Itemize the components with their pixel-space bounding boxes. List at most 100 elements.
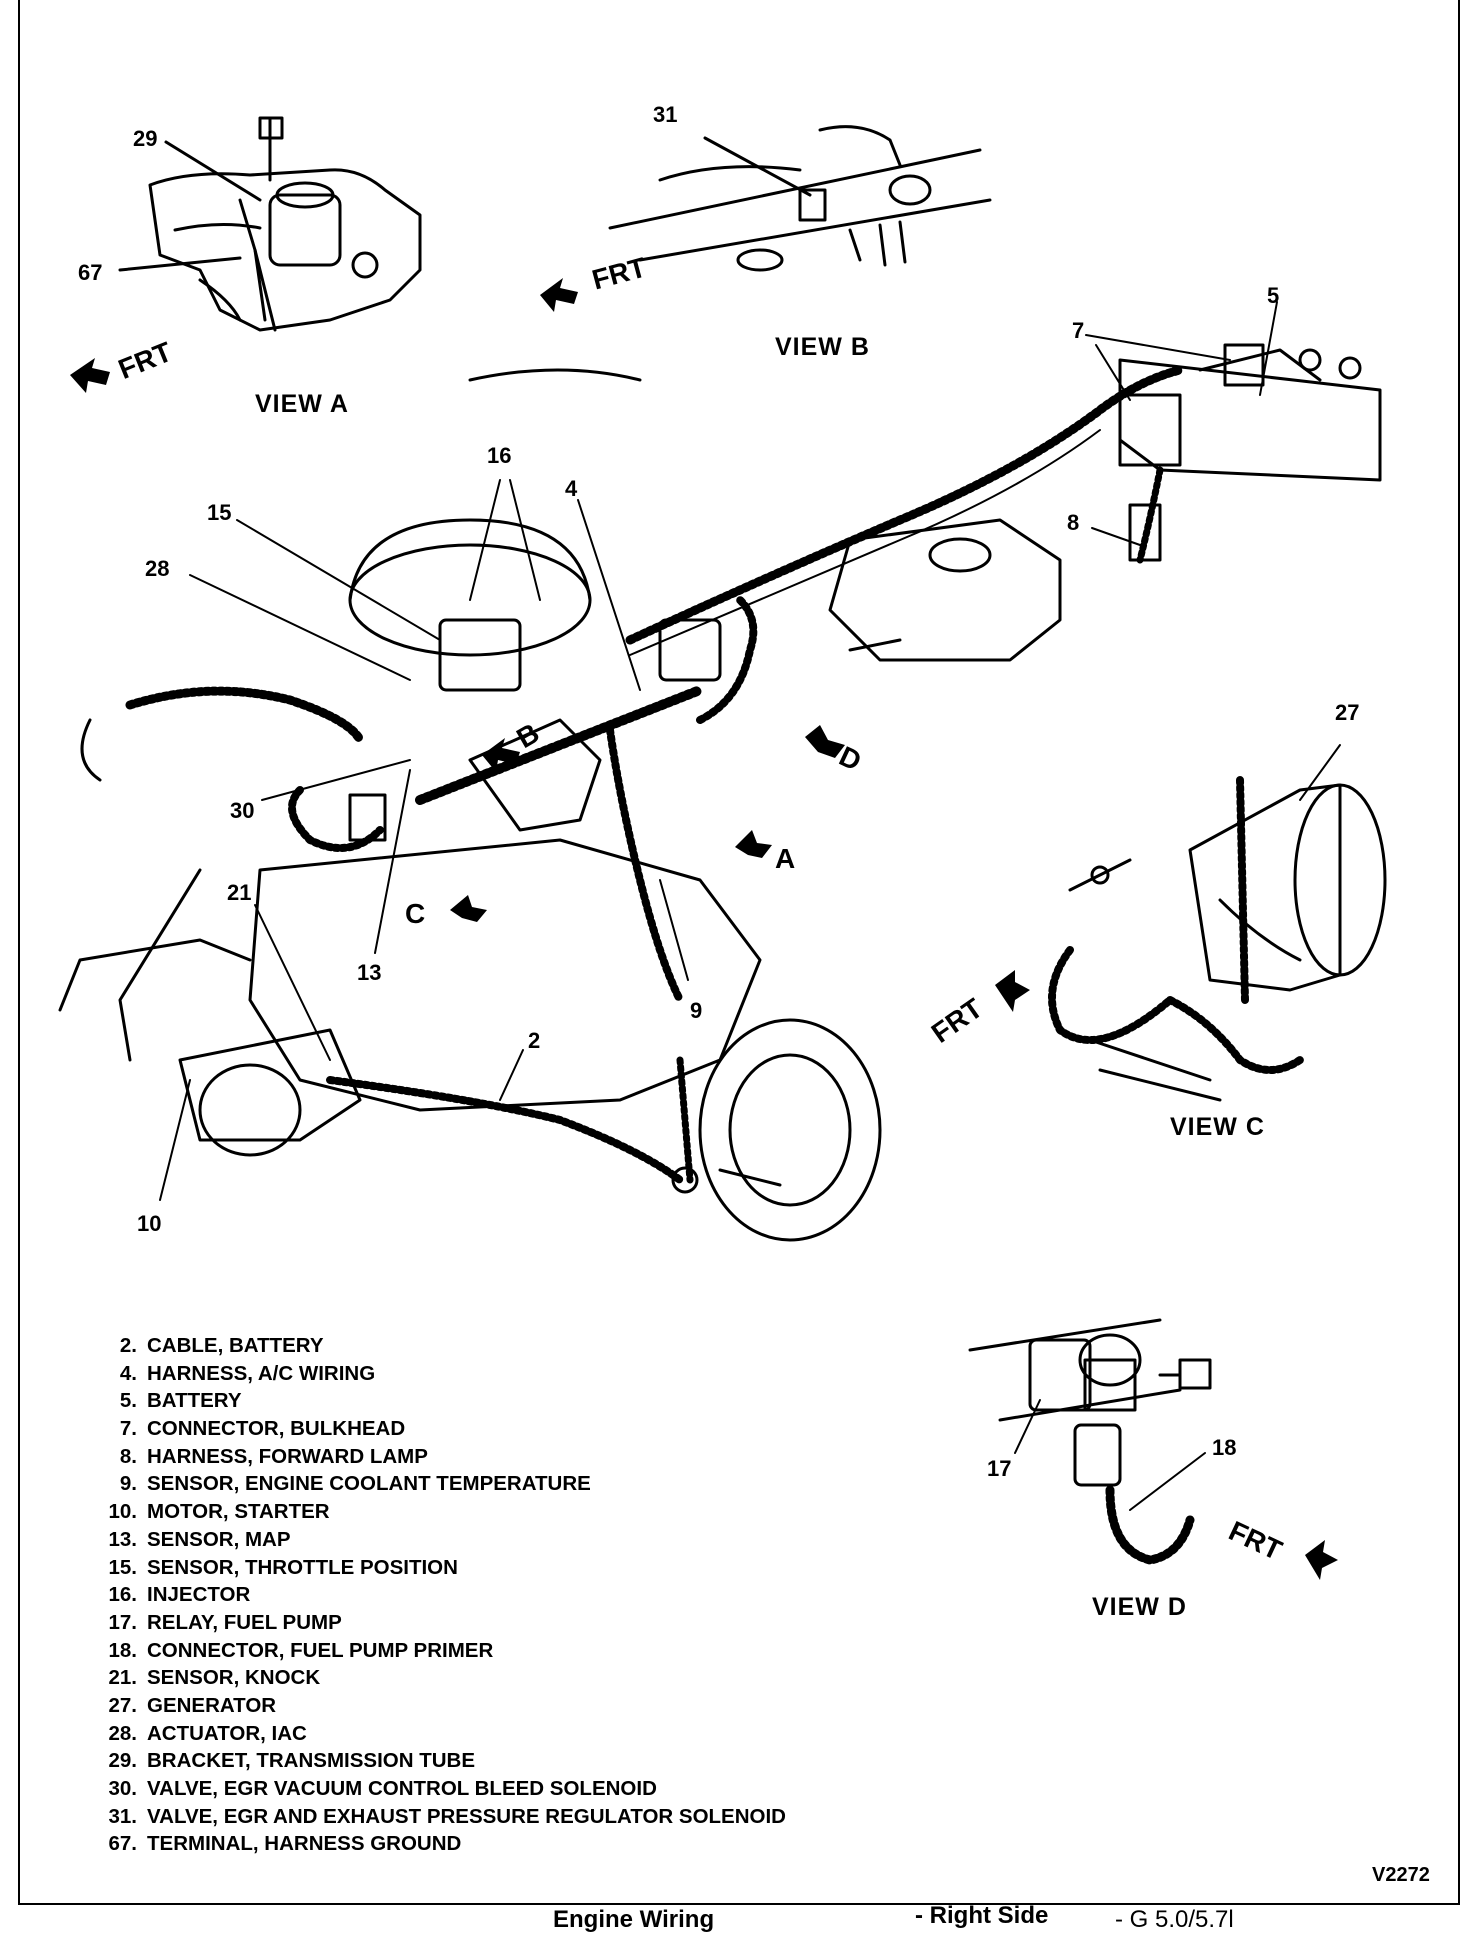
view-c-arrow [450, 895, 487, 922]
view-a-title: VIEW A [255, 390, 349, 418]
callout-31: 31 [653, 102, 678, 127]
legend-number: 2. [119, 1334, 137, 1357]
view-c-drawing [1052, 745, 1385, 1100]
legend-item: 30. VALVE, EGR VACUUM CONTROL BLEED SOLEN… [85, 1775, 786, 1803]
legend-number: 10. [108, 1500, 138, 1524]
legend-item: 27. GENERATOR [85, 1692, 786, 1720]
legend-text: HARNESS, FORWARD LAMP [147, 1444, 428, 1468]
direction-arrows [70, 278, 1338, 1580]
legend-text: GENERATOR [147, 1693, 277, 1717]
legend-number: 28. [108, 1721, 138, 1745]
legend-text: TERMINAL, HARNESS GROUND [147, 1832, 462, 1856]
legend-text: VALVE, EGR VACUUM CONTROL BLEED SOLENOID [147, 1777, 657, 1800]
legend-item: 13. SENSOR, MAP [85, 1526, 786, 1554]
view-b-arrow [482, 738, 520, 772]
legend-number: 67. [108, 1832, 138, 1856]
callout-21: 21 [227, 880, 252, 905]
view-c-title: VIEW C [1170, 1113, 1265, 1141]
legend-item: 16. INJECTOR [85, 1581, 786, 1609]
legend-text: MOTOR, STARTER [147, 1500, 330, 1524]
figure-id: V2272 [1372, 1864, 1430, 1886]
legend-text: SENSOR, ENGINE COOLANT TEMPERATURE [147, 1472, 591, 1496]
legend-number: 13. [108, 1527, 138, 1551]
frt-arrow-view-b [540, 278, 578, 312]
callout-30: 30 [230, 798, 255, 823]
view-d-drawing [970, 1320, 1210, 1560]
legend-text: ACTUATOR, IAC [147, 1721, 307, 1745]
footer-side: - Right Side [915, 1902, 1049, 1929]
callout-17: 17 [987, 1456, 1012, 1481]
legend-number: 7. [119, 1417, 137, 1441]
callout-5: 5 [1267, 283, 1280, 308]
legend-number: 17. [108, 1610, 138, 1634]
legend-item: 4. HARNESS, A/C WIRING [85, 1360, 786, 1388]
legend-item: 10. MOTOR, STARTER [85, 1498, 786, 1526]
arrow-letter-c: C [405, 898, 426, 929]
frt-arrow-view-d [1305, 1540, 1338, 1580]
callout-9: 9 [690, 998, 703, 1023]
legend-number: 5. [119, 1389, 137, 1413]
legend-number: 4. [119, 1361, 137, 1385]
legend-text: SENSOR, MAP [147, 1527, 291, 1551]
legend-item: 7.CONNECTOR, BULKHEAD [85, 1415, 786, 1443]
legend-number: 16. [108, 1583, 138, 1607]
legend-item: 5. BATTERY [85, 1387, 786, 1415]
view-b-drawing [610, 127, 990, 270]
arrow-letter-a: A [775, 843, 796, 874]
callout-15: 15 [207, 500, 232, 525]
callout-4: 4 [565, 476, 578, 501]
legend-item: 15. SENSOR, THROTTLE POSITION [85, 1554, 786, 1582]
legend-item: 31.VALVE, EGR AND EXHAUST PRESSURE REGUL… [85, 1803, 786, 1831]
legend-item: 2. CABLE, BATTERY [85, 1332, 786, 1360]
view-a-drawing [120, 118, 420, 330]
legend-item: 29. BRACKET, TRANSMISSION TUBE [85, 1747, 786, 1775]
callout-29: 29 [133, 126, 158, 151]
callout-27: 27 [1335, 700, 1360, 725]
legend-number: 18. [108, 1638, 138, 1662]
view-b-title: VIEW B [775, 333, 870, 361]
view-d-arrow [805, 725, 845, 758]
legend-text: BRACKET, TRANSMISSION TUBE [147, 1749, 476, 1773]
leader-lines [160, 302, 1277, 1200]
callout-8: 8 [1067, 510, 1080, 535]
legend-item: 67. TERMINAL, HARNESS GROUND [85, 1830, 786, 1858]
legend-item: 17. RELAY, FUEL PUMP [85, 1609, 786, 1637]
legend-item: 9. SENSOR, ENGINE COOLANT TEMPERATURE [85, 1470, 786, 1498]
legend-text: SENSOR, KNOCK [147, 1666, 321, 1690]
frt-arrow-view-c [995, 970, 1030, 1012]
main-engine-drawing [60, 345, 1380, 1240]
parts-legend: 2. CABLE, BATTERY 4. HARNESS, A/C WIRING 5… [85, 1332, 786, 1858]
legend-number: 9. [119, 1472, 137, 1496]
callout-18: 18 [1212, 1435, 1237, 1460]
legend-number: 8. [119, 1444, 137, 1468]
callout-67: 67 [78, 260, 103, 285]
callout-7: 7 [1072, 318, 1085, 343]
legend-number: 30. [108, 1777, 138, 1800]
callout-2: 2 [528, 1028, 541, 1053]
legend-number: 29. [108, 1749, 138, 1773]
view-a-arrow [735, 830, 772, 858]
legend-number: 27. [108, 1693, 138, 1717]
legend-item: 18. CONNECTOR, FUEL PUMP PRIMER [85, 1637, 786, 1665]
callout-13: 13 [357, 960, 382, 985]
legend-item: 8. HARNESS, FORWARD LAMP [85, 1443, 786, 1471]
legend-text: VALVE, EGR AND EXHAUST PRESSURE REGULATO… [147, 1804, 786, 1828]
legend-text: SENSOR, THROTTLE POSITION [147, 1555, 458, 1579]
legend-text: INJECTOR [147, 1583, 251, 1607]
legend-item: 28. ACTUATOR, IAC [85, 1720, 786, 1748]
legend-number: 21. [108, 1666, 138, 1690]
frt-arrow-view-a [70, 358, 110, 393]
legend-text: RELAY, FUEL PUMP [147, 1610, 342, 1634]
legend-text: BATTERY [147, 1389, 242, 1413]
legend-text: HARNESS, A/C WIRING [147, 1361, 376, 1385]
footer-engine: - G 5.0/5.7l [1115, 1906, 1234, 1933]
legend-number: 15. [108, 1555, 138, 1579]
callout-16: 16 [487, 443, 512, 468]
callout-28: 28 [145, 556, 170, 581]
legend-text: CABLE, BATTERY [147, 1334, 324, 1357]
legend-item: 21. SENSOR, KNOCK [85, 1664, 786, 1692]
legend-text: CONNECTOR, FUEL PUMP PRIMER [147, 1638, 494, 1662]
callout-10: 10 [137, 1211, 162, 1236]
view-d-title: VIEW D [1092, 1593, 1187, 1621]
